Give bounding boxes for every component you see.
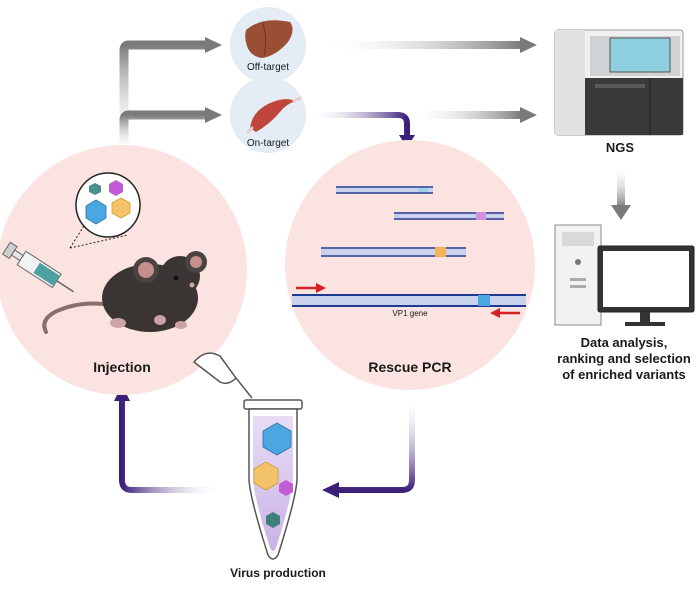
capsid-zoom-icon: [75, 172, 141, 238]
on-target-label: On-target: [246, 138, 290, 149]
arrow-virus-production-to-injection: [114, 385, 222, 493]
virus-production-label: Virus production: [230, 566, 326, 580]
liver-icon: [245, 20, 293, 58]
arrow-rescue-pcr-to-virus-production: [322, 395, 415, 498]
computer-icon: [554, 224, 695, 326]
data-analysis-label: Data analysis, ranking and selection of …: [550, 335, 698, 383]
muscle-icon: [246, 96, 302, 134]
on-target-node: [230, 77, 306, 153]
data-analysis-line-1: Data analysis,: [580, 335, 668, 350]
rescue-pcr-circle: [285, 140, 535, 390]
rescue-pcr-label: Rescue PCR: [368, 359, 452, 375]
off-target-label: Off-target: [246, 62, 290, 73]
ngs-sequencer-icon: [554, 29, 684, 136]
off-target-node: [230, 7, 306, 83]
rescue-pcr-node: [285, 140, 535, 390]
arrow-on-target-to-ngs: [410, 107, 537, 123]
dna-fragment-4: [292, 294, 526, 307]
data-analysis-line-3: of enriched variants: [562, 367, 686, 382]
arrow-ngs-to-computer: [611, 165, 631, 220]
forward-primer-icon: [296, 283, 326, 293]
arrow-injection-to-off-target: [119, 37, 222, 150]
vp1-gene-label: VP1 gene: [392, 309, 428, 318]
arrow-injection-to-on-target: [119, 107, 222, 150]
injection-node: [0, 145, 247, 395]
tube-cap: [192, 352, 253, 399]
ngs-label: NGS: [605, 140, 635, 155]
mouse-icon: [42, 251, 207, 334]
dna-fragment-2: [394, 212, 504, 220]
dna-fragment-3: [321, 247, 466, 257]
data-analysis-line-2: ranking and selection: [557, 351, 691, 366]
arrow-off-target-to-ngs: [322, 37, 537, 53]
syringe-icon: [1, 241, 74, 293]
dna-fragment-1: [336, 186, 433, 194]
injection-label: Injection: [93, 359, 151, 375]
reverse-primer-icon: [490, 308, 520, 318]
virus-tube-icon: [192, 352, 303, 560]
